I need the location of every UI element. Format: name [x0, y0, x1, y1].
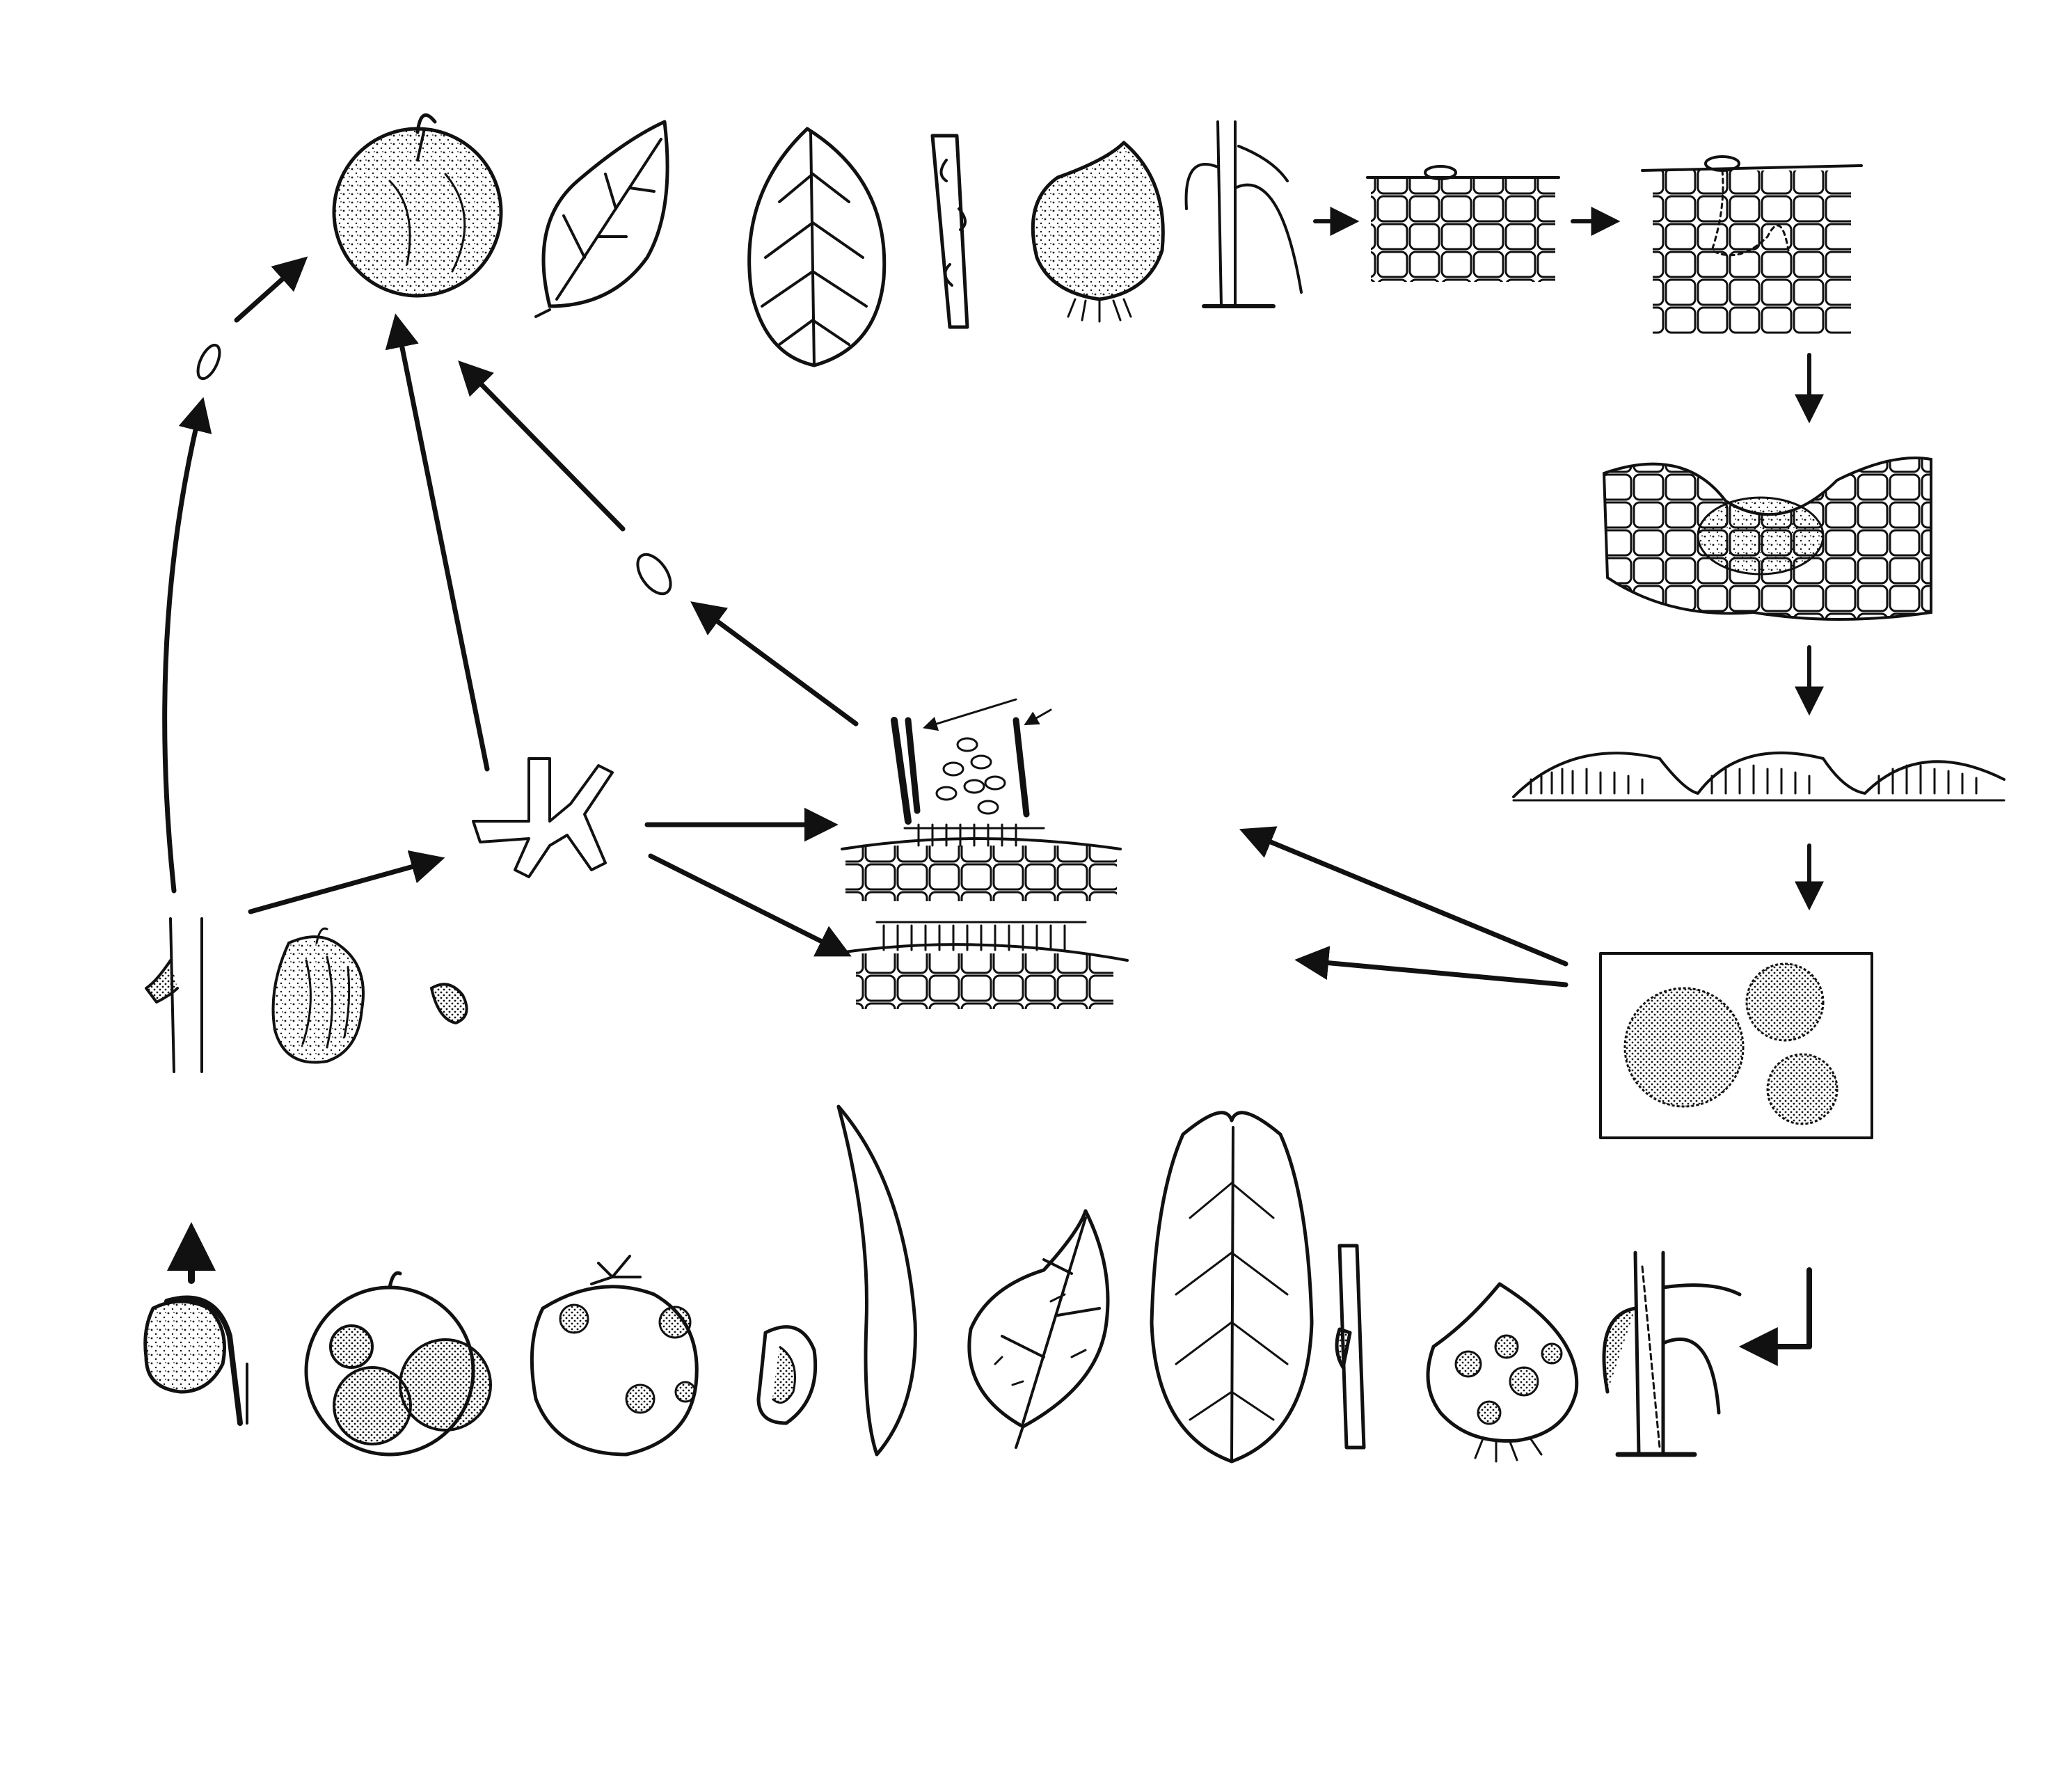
infected-twig-overwintering — [145, 917, 203, 1073]
infected-seed-overwintering — [429, 983, 468, 1025]
conidium-spore-upper — [196, 343, 221, 381]
conidium-spore-middle — [636, 553, 672, 596]
healthy-hosts-row — [332, 113, 1303, 367]
infected-grass-stem — [1602, 1251, 1742, 1457]
infected-bulb — [1426, 1282, 1579, 1463]
anthracnose-tomato — [530, 1255, 699, 1457]
arrow-return-corner — [1738, 1267, 1812, 1366]
acervulus-section-lower — [834, 921, 1129, 1009]
cycle-arrows — [162, 256, 859, 957]
branched-mycelium — [472, 757, 614, 878]
healthy-bulb — [1031, 141, 1165, 323]
arrow-surface-to-conidia-1 — [1239, 826, 1568, 967]
healthy-leaf — [534, 120, 669, 318]
infected-bean-seed — [756, 1325, 818, 1425]
acervulus-with-setae — [841, 698, 1122, 901]
acervuli-under-cuticle — [1512, 751, 2006, 802]
hyphae-penetrating-section — [1641, 155, 1863, 334]
arrow-surface-to-conidia-2 — [1294, 946, 1568, 988]
anthracnose-apple — [304, 1271, 492, 1457]
blighted-leaf — [1150, 1111, 1314, 1464]
healthy-twig — [930, 134, 969, 329]
acervuli-surface-view — [1599, 952, 1873, 1139]
healthy-apple — [332, 113, 503, 298]
healthy-grass-stem — [1184, 120, 1303, 308]
collapsing-cells-section — [1602, 457, 1932, 621]
conidia-cluster — [935, 737, 1006, 815]
cankered-twig — [1335, 1244, 1366, 1450]
infected-leaf-veins — [967, 1209, 1110, 1449]
mummified-fruit — [271, 927, 365, 1064]
infected-pod — [836, 1104, 917, 1457]
infected-seedling — [143, 1295, 248, 1426]
spore-on-epidermis-section — [1366, 165, 1560, 282]
healthy-elongated-leaf — [747, 127, 887, 367]
